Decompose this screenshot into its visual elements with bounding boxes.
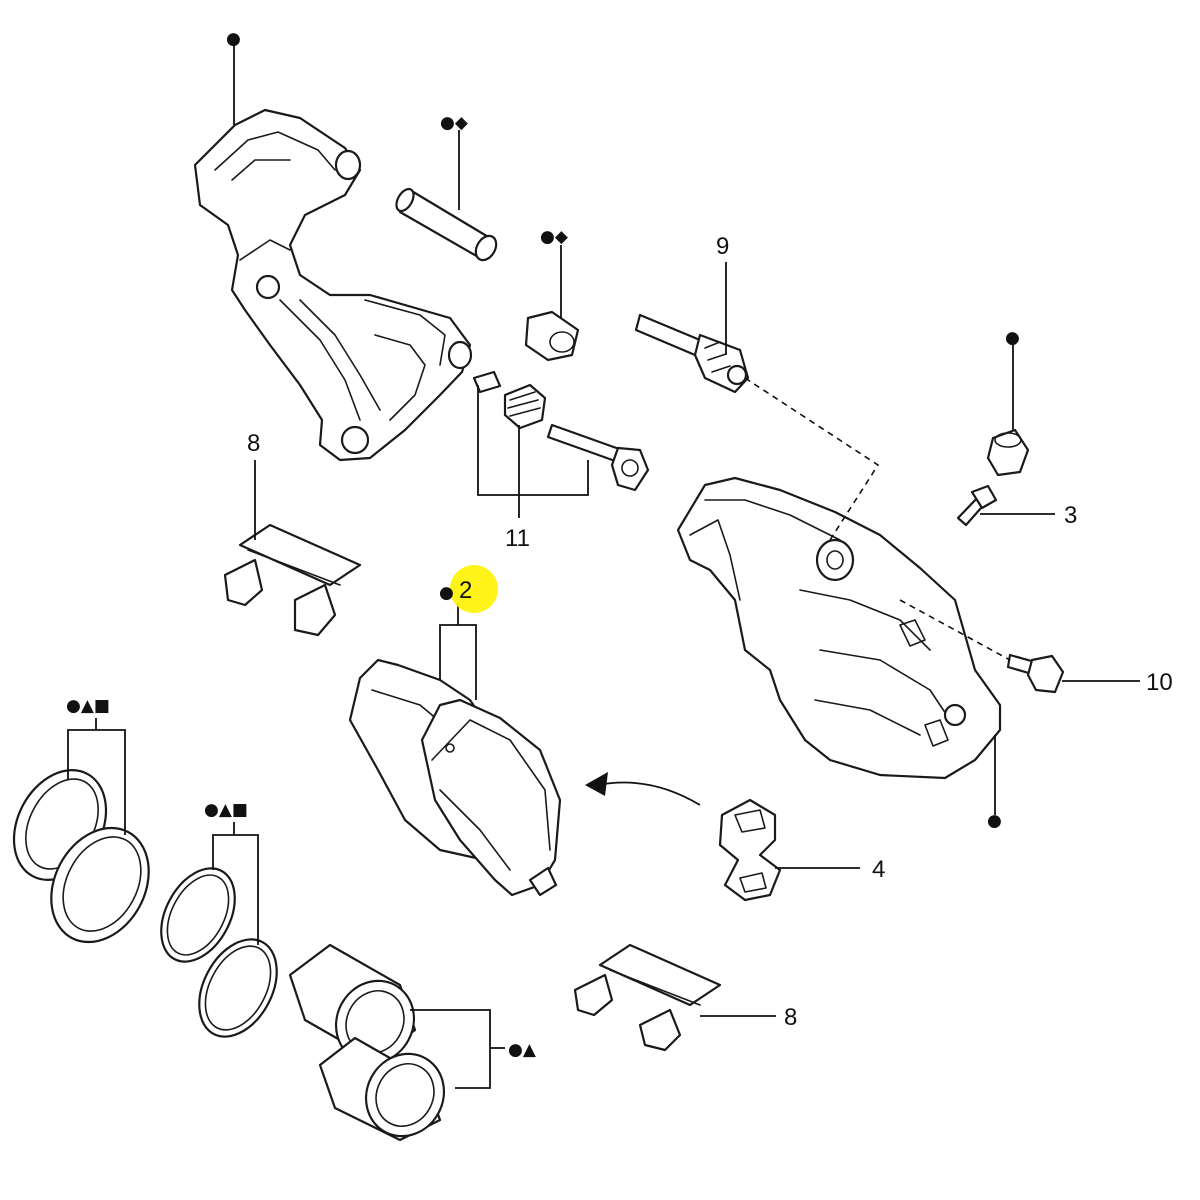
marker-sleeve-dot-diamond: ●◆	[440, 113, 469, 133]
part-2-label: 2	[459, 577, 472, 604]
pad-clip-lower	[573, 943, 722, 1052]
part-2-dot: ●	[439, 583, 454, 603]
caliper-housing	[676, 476, 1002, 780]
callout-labels: ● 2 3 4 8 8 9 10 11	[247, 233, 1173, 1031]
dust-cap	[986, 428, 1030, 477]
guide-pin	[634, 313, 750, 394]
marker-sealrings-dot-triangle-square: ●▲■	[204, 800, 248, 820]
guide-pin-cap	[524, 310, 580, 362]
marker-cap-dot-diamond: ●◆	[540, 227, 569, 247]
brake-pads	[348, 658, 562, 897]
part-8-upper-label: 8	[247, 430, 260, 457]
housing-bolt	[1006, 653, 1065, 694]
part-10-label: 10	[1146, 669, 1173, 696]
leader-lines	[67, 38, 1140, 1089]
install-arrow	[585, 772, 701, 806]
part-4-label: 4	[872, 856, 885, 883]
part-8-lower-label: 8	[784, 1004, 797, 1031]
piston-seal-rings	[160, 867, 278, 1038]
guide-bolt	[546, 423, 650, 492]
boot-bellows	[503, 383, 547, 430]
part-9-label: 9	[716, 233, 729, 260]
pad-spring-clip	[718, 798, 782, 902]
pad-clip-upper	[223, 523, 362, 637]
marker-pistons-dot-triangle: ●▲	[508, 1040, 537, 1060]
marker-dustseal-dot-triangle-square: ●▲■	[66, 696, 110, 716]
marker-bracket-dot: ●	[226, 29, 241, 49]
caliper-bracket	[193, 108, 473, 462]
part-2-highlight	[450, 565, 498, 613]
symbol-markers: ● ●◆ ●◆ ● ● ●▲■ ●▲■ ●▲	[66, 29, 1020, 1060]
marker-housing-dot: ●	[987, 811, 1002, 831]
bleed-screw	[956, 484, 998, 527]
marker-dustcap-dot: ●	[1005, 328, 1020, 348]
caliper-pistons	[288, 943, 446, 1142]
piston-dust-seal	[12, 769, 150, 944]
part-3-label: 3	[1064, 502, 1077, 529]
bracket-bolt-sleeve	[395, 187, 498, 262]
part-11-label: 11	[505, 525, 530, 552]
